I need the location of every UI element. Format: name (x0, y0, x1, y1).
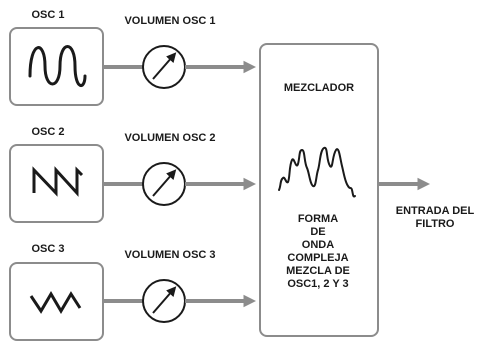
mixer-description: FORMA DE ONDA COMPLEJA MEZCLA DE OSC1, 2… (286, 213, 350, 291)
mixer-description-line: OSC1, 2 Y 3 (287, 278, 349, 290)
sawtooth-wave-icon (32, 166, 84, 197)
complex-wave-icon (278, 146, 356, 198)
volume-osc-3-label: VOLUMEN OSC 3 (124, 249, 216, 261)
sine-wave-icon (28, 45, 87, 87)
osc-1-box (9, 27, 104, 106)
mixer-title: MEZCLADOR (283, 82, 355, 94)
triangle-wave-icon (29, 291, 82, 314)
osc-1-label: OSC 1 (31, 9, 65, 21)
mixer-description-line: DE (310, 226, 326, 238)
mixer-description-line: FORMA (297, 213, 339, 225)
osc-3-label: OSC 3 (31, 243, 65, 255)
volume-osc-2-knob (142, 162, 186, 206)
filter-input-label-line: FILTRO (415, 218, 455, 230)
mixer-description-line: COMPLEJA (287, 252, 349, 264)
volume-osc-1-label: VOLUMEN OSC 1 (124, 15, 216, 27)
volume-osc-1-knob (142, 45, 186, 89)
filter-input-label: ENTRADA DEL FILTRO (396, 205, 474, 231)
volume-osc-2-label: VOLUMEN OSC 2 (124, 132, 216, 144)
filter-input-label-line: ENTRADA DEL (395, 205, 475, 217)
volume-osc-3-knob (142, 279, 186, 323)
osc-2-label: OSC 2 (31, 126, 65, 138)
mixer-box (259, 43, 379, 337)
mixer-description-line: MEZCLA DE (286, 265, 350, 277)
mixer-description-line: ONDA (301, 239, 335, 251)
